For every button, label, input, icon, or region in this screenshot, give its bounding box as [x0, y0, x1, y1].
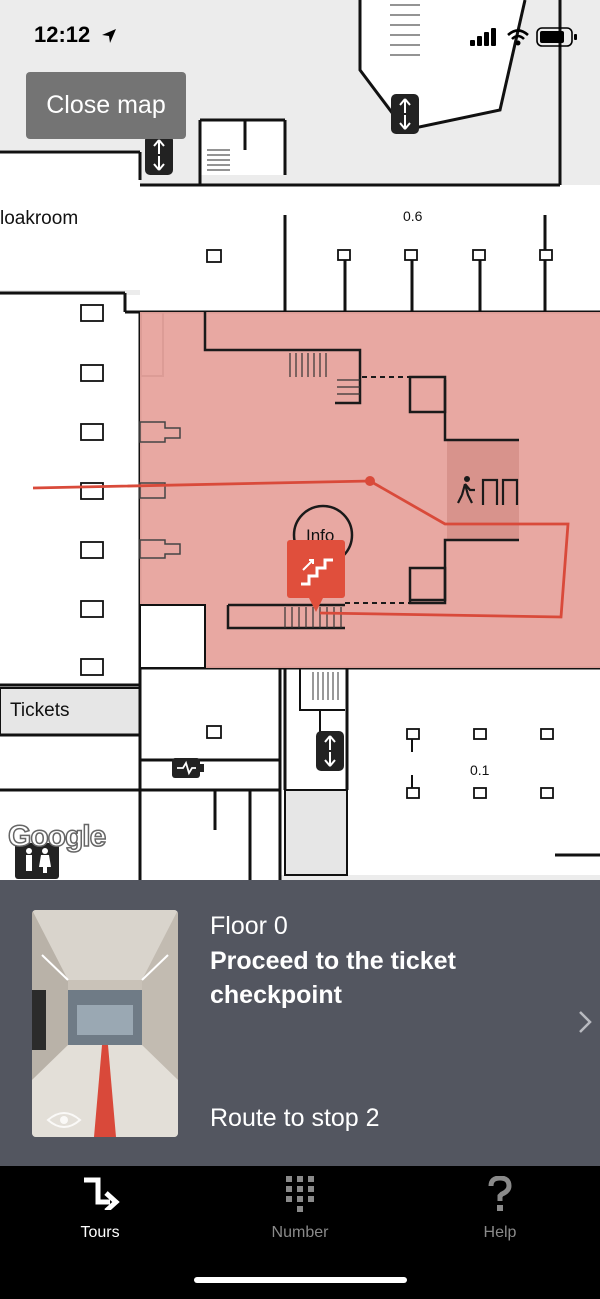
- location-arrow-icon: [102, 29, 116, 43]
- stairs-marker[interactable]: [287, 540, 345, 616]
- cloakroom-label: loakroom: [0, 208, 79, 229]
- tab-label: Help: [483, 1224, 517, 1241]
- tab-help[interactable]: Help: [400, 1166, 600, 1276]
- wifi-icon: [507, 29, 529, 46]
- charging-icon[interactable]: [172, 758, 204, 778]
- google-logo: Google: [7, 819, 107, 854]
- elevator-icon[interactable]: [316, 731, 344, 771]
- cellular-signal-icon: [470, 28, 496, 46]
- tab-number[interactable]: Number: [200, 1166, 400, 1276]
- keypad-icon: [286, 1176, 314, 1212]
- room-number: 0.6: [403, 208, 423, 224]
- floor-plan: [0, 0, 600, 880]
- tab-bar: Tours Number Help: [0, 1166, 600, 1299]
- route-step-card[interactable]: Floor 0 Proceed to the ticket checkpoint…: [0, 880, 600, 1166]
- floor-label: Floor 0: [210, 912, 288, 940]
- room-number: 0.1: [470, 762, 490, 778]
- stairs-icon: [287, 540, 345, 612]
- corridor-photo: [32, 910, 178, 1137]
- status-time: 12:12: [34, 22, 91, 47]
- elevator-icon[interactable]: [391, 94, 419, 134]
- route-label: Route to stop 2: [210, 1104, 380, 1132]
- battery-icon: [536, 27, 577, 47]
- tab-label: Tours: [80, 1224, 120, 1241]
- help-icon: [488, 1176, 512, 1211]
- close-map-button[interactable]: Close map: [26, 72, 186, 139]
- step-photo[interactable]: [32, 910, 178, 1137]
- step-instruction: Proceed to the ticket checkpoint: [210, 947, 456, 1009]
- tours-icon: [84, 1177, 120, 1210]
- tab-tours[interactable]: Tours: [0, 1166, 200, 1276]
- home-indicator[interactable]: [194, 1277, 407, 1283]
- tickets-label: Tickets: [10, 700, 70, 721]
- chevron-right-icon[interactable]: [578, 1010, 592, 1034]
- tab-label: Number: [271, 1224, 329, 1241]
- eye-icon[interactable]: [46, 1110, 82, 1130]
- restroom-icon[interactable]: [15, 843, 59, 879]
- status-bar: 12:12: [0, 0, 600, 72]
- floor-map[interactable]: loakroom Tickets Info 0.6 0.1 Google: [0, 0, 600, 880]
- elevator-icon[interactable]: [145, 135, 173, 175]
